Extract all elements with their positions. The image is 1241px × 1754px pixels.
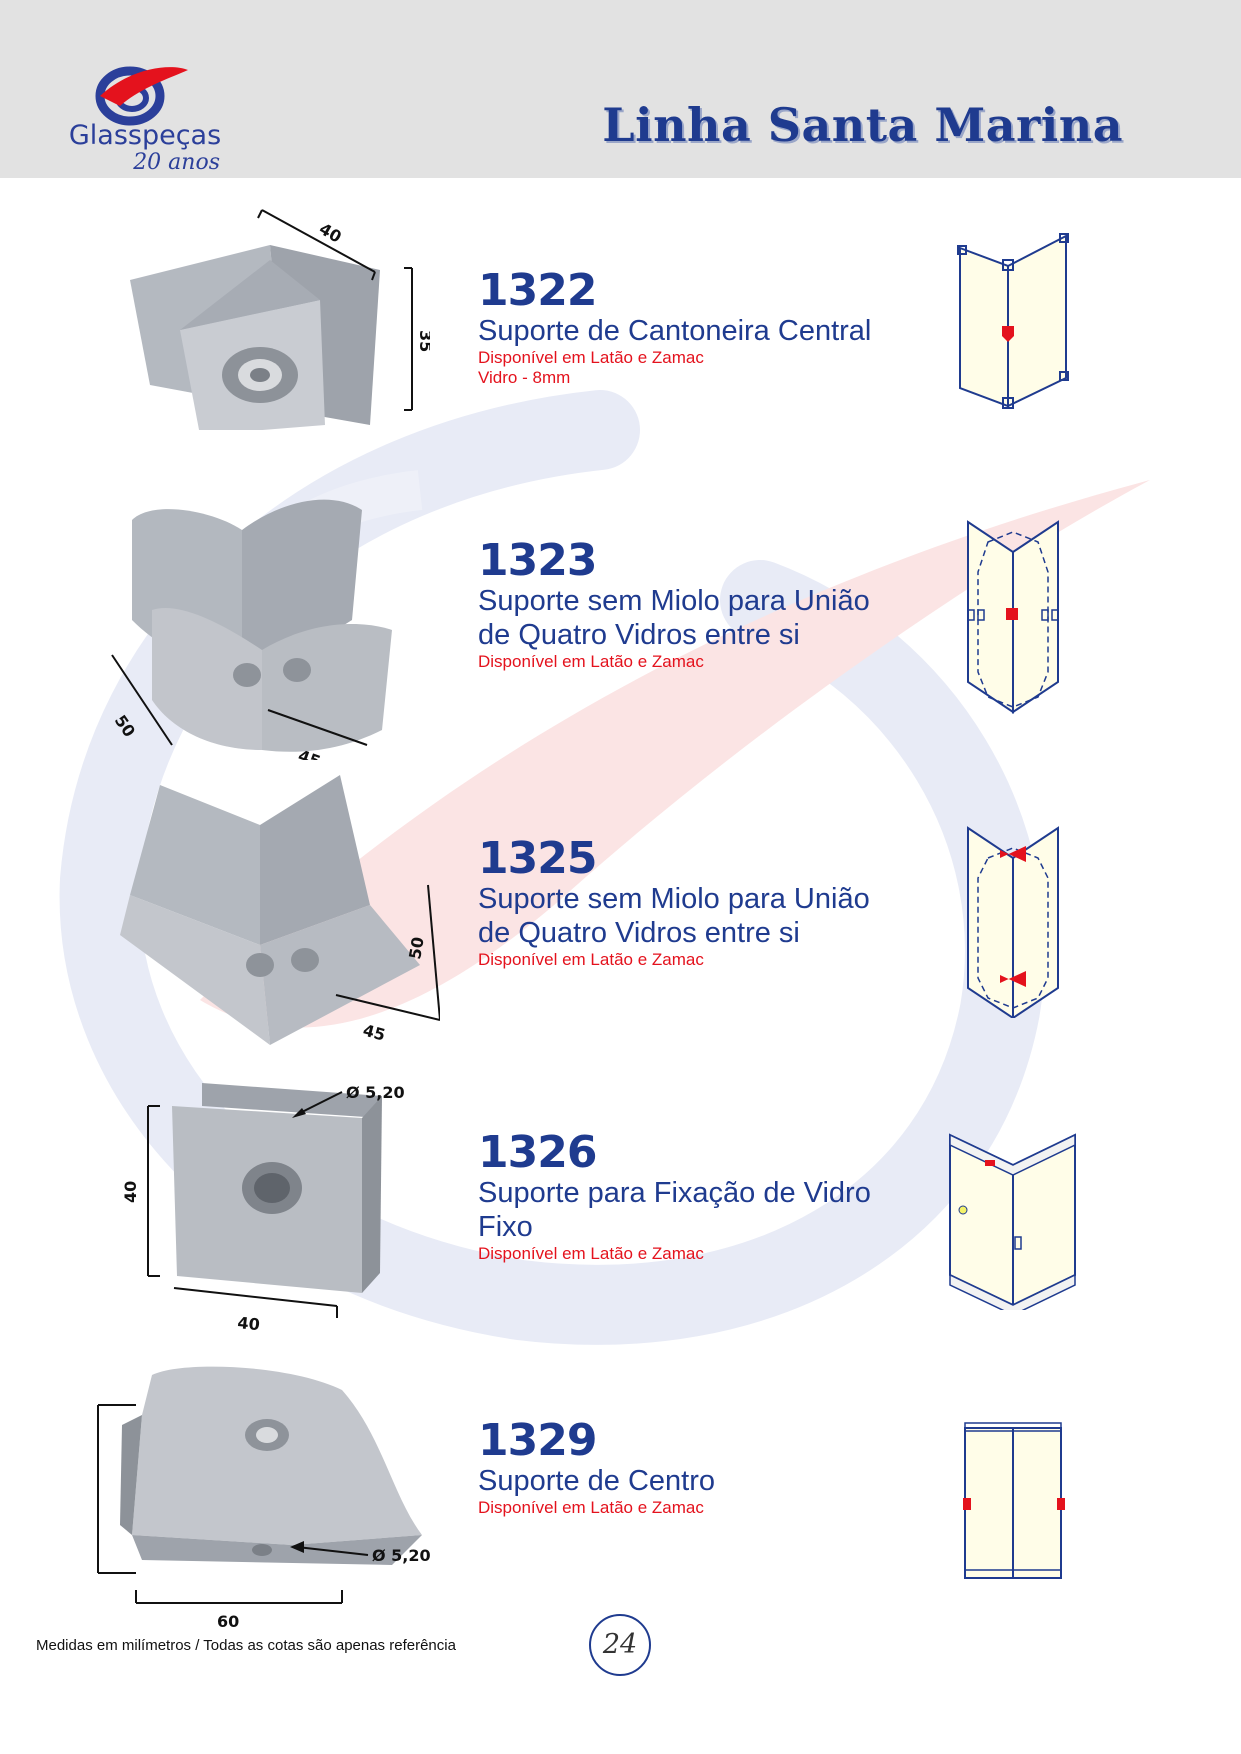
product-name: Suporte para Fixação de Vidro Fixo bbox=[478, 1177, 871, 1243]
dim-width: 60 bbox=[217, 1612, 239, 1631]
dim-width: 45 bbox=[361, 1021, 387, 1045]
diagram-1325 bbox=[967, 826, 1059, 1018]
diagram-1329 bbox=[963, 1422, 1065, 1579]
logo-tagline: 20 anos bbox=[133, 150, 220, 175]
dim-height: 50 bbox=[405, 935, 428, 960]
product-1325: 1325 Suporte sem Miolo para União de Qua… bbox=[478, 836, 958, 970]
product-1326: 1326 Suporte para Fixação de Vidro Fixo … bbox=[478, 1130, 958, 1264]
logo-name: Glasspeças bbox=[68, 120, 222, 151]
product-name: Suporte sem Miolo para União de Quatro V… bbox=[478, 585, 870, 651]
logo-swirl-icon bbox=[95, 66, 188, 126]
footer-note: Medidas em milímetros / Todas as cotas s… bbox=[36, 1637, 456, 1654]
product-photo-1326: Ø 5,20 40 40 bbox=[121, 1083, 405, 1334]
dim-height: 50 bbox=[92, 1473, 96, 1495]
product-availability: Disponível em Latão e Zamac bbox=[478, 1498, 704, 1517]
product-code: 1326 bbox=[478, 1127, 597, 1178]
dim-width: 40 bbox=[237, 1313, 261, 1334]
header: Glasspeças 20 anos Linha Santa Marina bbox=[0, 0, 1241, 178]
dim-hole: Ø 5,20 bbox=[372, 1546, 431, 1565]
product-1322: 1322 Suporte de Cantoneira Central Dispo… bbox=[478, 268, 958, 388]
product-photo-1322: 40 35 bbox=[130, 209, 430, 430]
dim-height: 50 bbox=[111, 711, 139, 740]
product-code: 1323 bbox=[478, 535, 597, 586]
page-number: 24 bbox=[589, 1614, 651, 1676]
product-1323: 1323 Suporte sem Miolo para União de Qua… bbox=[478, 538, 958, 672]
product-availability: Disponível em Latão e Zamac bbox=[478, 348, 704, 367]
product-glass-spec: Vidro - 8mm bbox=[478, 368, 571, 387]
diagram-1322 bbox=[957, 233, 1069, 409]
brand-logo: Glasspeças 20 anos bbox=[60, 58, 230, 178]
product-availability: Disponível em Latão e Zamac bbox=[478, 1244, 704, 1263]
product-code: 1329 bbox=[478, 1415, 597, 1466]
product-1329: 1329 Suporte de Centro Disponível em Lat… bbox=[478, 1418, 958, 1518]
product-code: 1322 bbox=[478, 265, 597, 316]
page-title: Linha Santa Marina bbox=[602, 98, 1123, 152]
diagram-1326 bbox=[949, 1133, 1076, 1310]
product-photo-1325: 45 50 bbox=[120, 775, 440, 1045]
product-availability: Disponível em Latão e Zamac bbox=[478, 652, 704, 671]
product-name: Suporte de Centro bbox=[478, 1465, 715, 1497]
product-name: Suporte sem Miolo para União de Quatro V… bbox=[478, 883, 870, 949]
product-photo-1329: 50 60 Ø 5,20 bbox=[92, 1366, 431, 1631]
dim-hole: Ø 5,20 bbox=[346, 1083, 405, 1102]
dim-height: 40 bbox=[121, 1181, 140, 1203]
dim-height: 35 bbox=[416, 330, 430, 352]
product-photo-1323: 50 45 bbox=[111, 499, 392, 760]
product-name: Suporte de Cantoneira Central bbox=[478, 315, 872, 347]
diagram-1323 bbox=[967, 520, 1059, 714]
product-availability: Disponível em Latão e Zamac bbox=[478, 950, 704, 969]
product-code: 1325 bbox=[478, 833, 597, 884]
